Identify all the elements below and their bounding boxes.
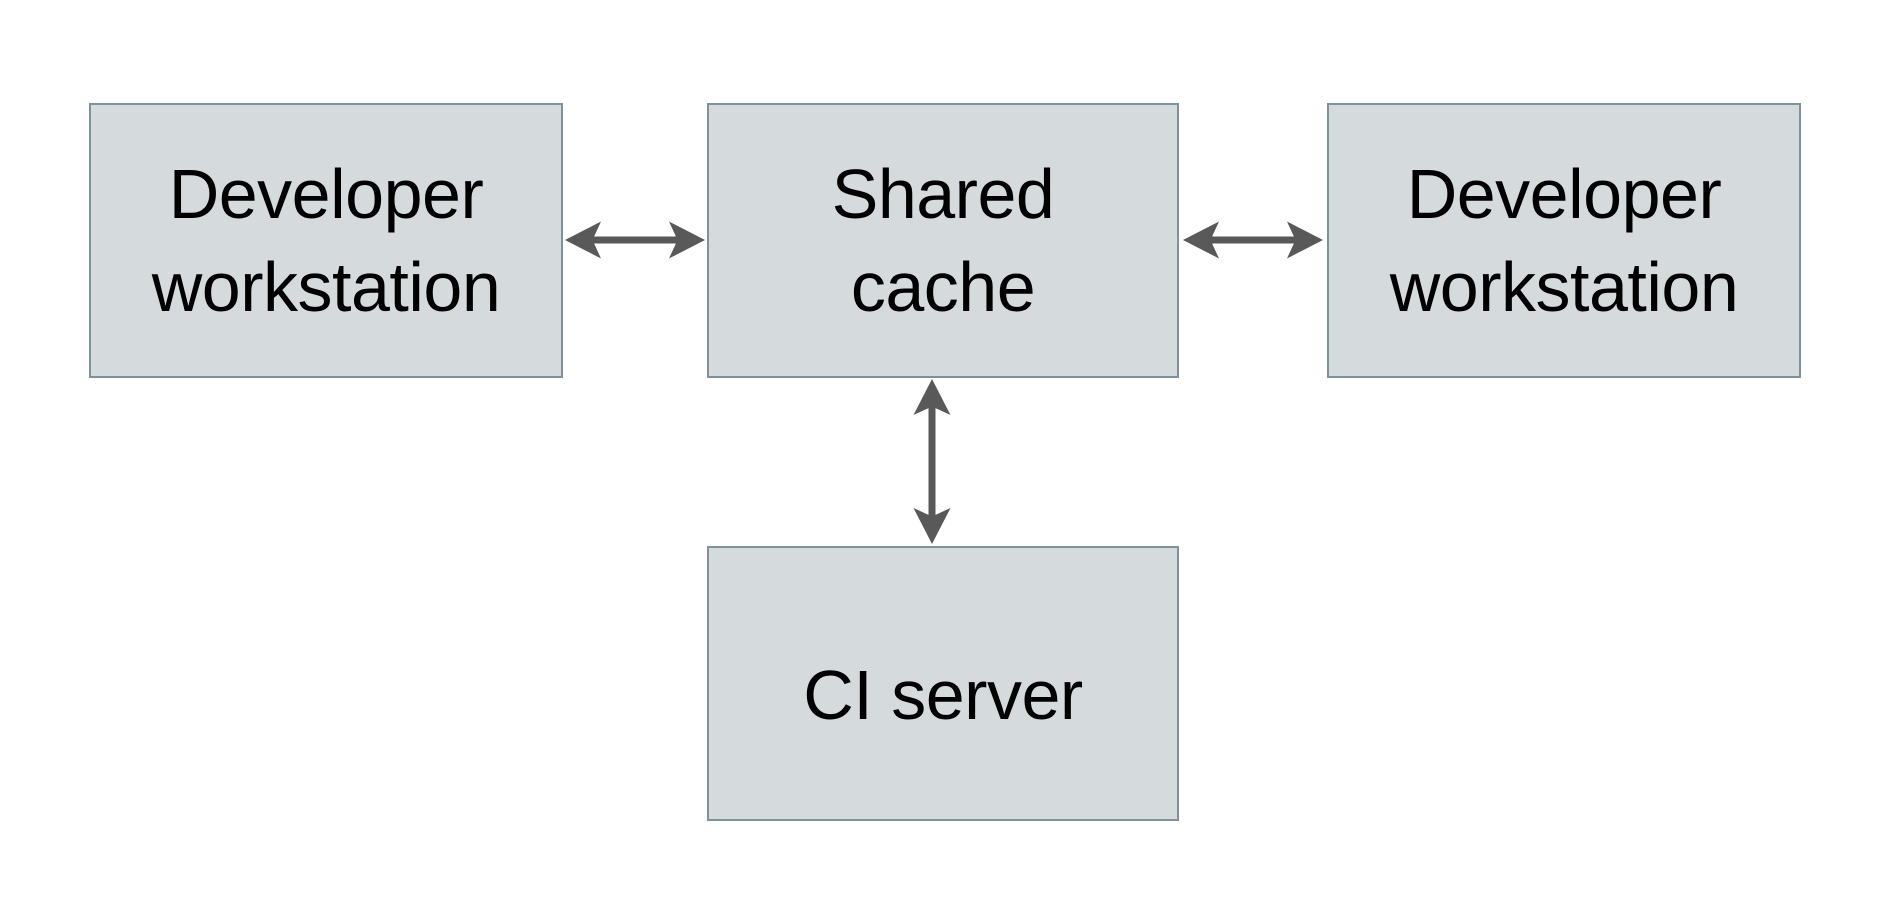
node-ci-server: CI server [707,546,1179,821]
double-arrow-icon-left [564,218,706,262]
node-shared-cache: Shared cache [707,103,1179,378]
node-label: Developer workstation [1389,154,1739,326]
node-label: Developer workstation [151,154,501,326]
node-label: CI server [803,656,1083,734]
node-developer-workstation-right: Developer workstation [1327,103,1801,378]
double-arrow-icon-right [1182,218,1324,262]
node-label: Shared cache [831,154,1055,326]
node-developer-workstation-left: Developer workstation [89,103,563,378]
double-arrow-icon-vertical [910,378,954,545]
